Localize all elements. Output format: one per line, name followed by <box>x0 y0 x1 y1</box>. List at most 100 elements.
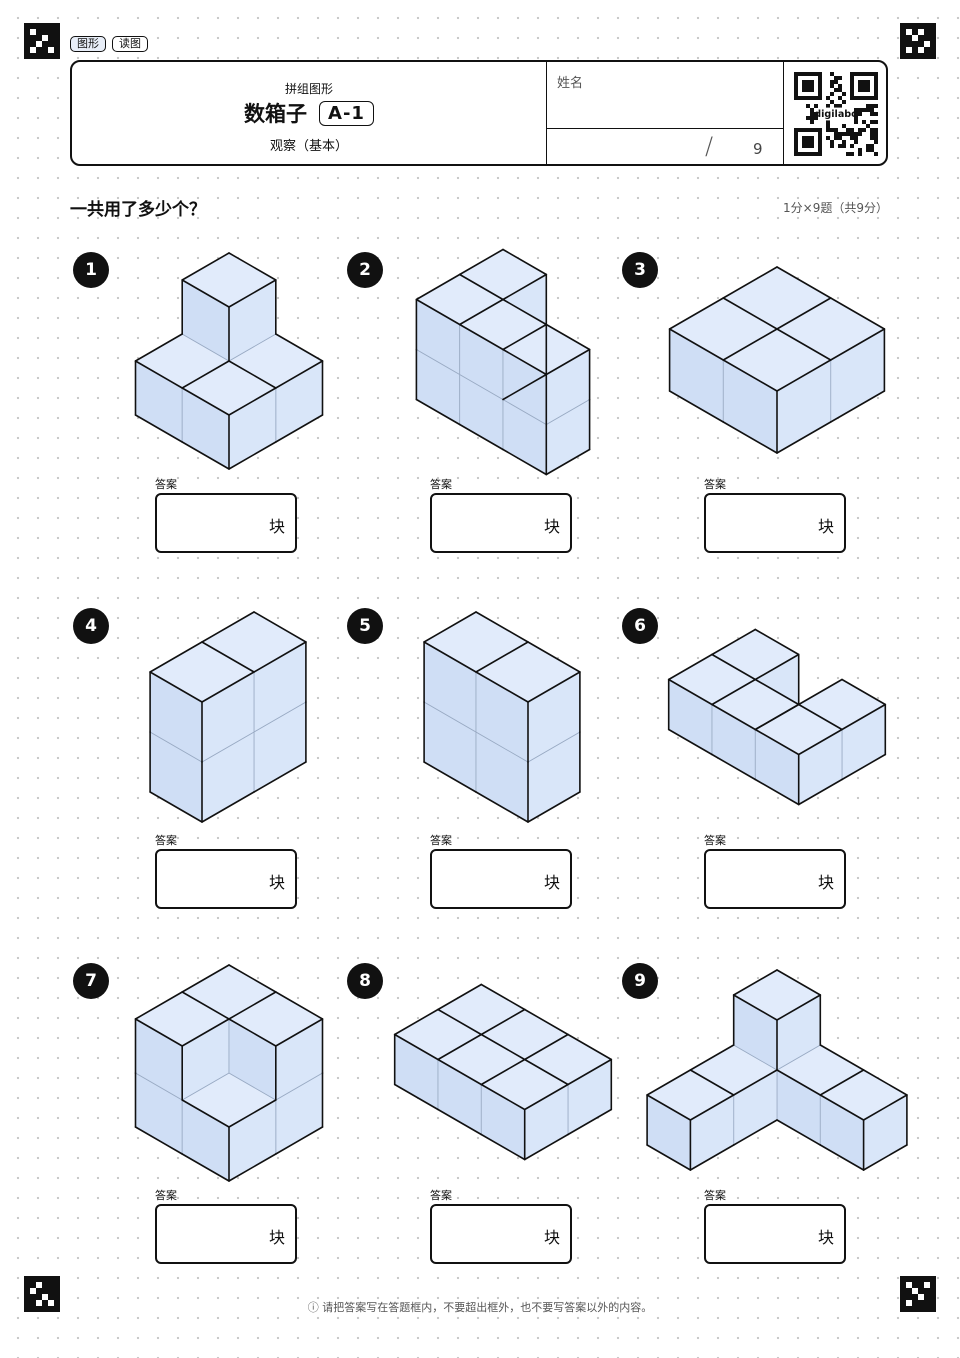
cube-edge <box>862 1094 908 1121</box>
cube-edge <box>523 1033 569 1061</box>
cube-edge <box>228 1099 277 1128</box>
worksheet-subtitle: 拼组图形 <box>284 82 333 96</box>
cube-edge <box>480 1033 526 1061</box>
question-text: 一共用了多少个？ <box>70 200 206 220</box>
cube-edge <box>149 641 203 673</box>
cube-edge <box>545 348 591 376</box>
cube-edge <box>423 641 477 673</box>
cube-edge <box>732 994 778 1021</box>
cube-edge <box>722 266 778 299</box>
cube-edge <box>458 273 504 301</box>
cube-edge <box>458 298 504 326</box>
worksheet-level: 观察（基本） <box>269 139 348 154</box>
cube-edge <box>201 671 255 703</box>
answer-box-3[interactable]: 块 <box>704 493 846 553</box>
cube-figure-4 <box>149 611 307 823</box>
cube-edge <box>480 1133 526 1161</box>
cube-edge <box>253 761 307 793</box>
cube-edge <box>181 1099 230 1128</box>
cube-edge <box>841 678 887 706</box>
answer-unit: 块 <box>268 517 285 536</box>
cube-edge <box>480 983 526 1011</box>
cube-edge <box>134 414 184 443</box>
answer-unit: 块 <box>543 517 560 536</box>
cube-edge <box>275 333 324 362</box>
cube-edge <box>776 1119 822 1146</box>
cube-edge <box>228 1018 277 1047</box>
cube-edge <box>819 1069 865 1096</box>
cube-edge <box>458 248 504 276</box>
score-info: 1分×9题（共9分） <box>783 201 888 215</box>
cube-edge <box>668 328 725 361</box>
corner-marker-bottom-left <box>24 1276 60 1312</box>
cube-edge <box>502 373 548 401</box>
answer-box-6[interactable]: 块 <box>704 849 846 909</box>
cube-edge <box>732 969 778 996</box>
name-label: 姓名 <box>557 76 584 91</box>
cube-edge <box>275 414 324 443</box>
worksheet-code: A-1 <box>319 100 374 126</box>
cube-edge <box>523 1083 569 1111</box>
problem-number-1: 1 <box>73 252 109 288</box>
cube-edge <box>646 1144 692 1171</box>
cube-edge <box>475 611 529 643</box>
answer-label: 答案 <box>155 834 177 847</box>
worksheet-header: 拼组图形 数箱子 A-1 观察（基本） 姓名 / 9 digilabo <box>70 60 888 166</box>
cube-edge <box>228 441 277 470</box>
cube-edge <box>711 628 757 656</box>
cube-edge <box>797 703 843 731</box>
footer-note: ⓘ 请把答案写在答题框内，不要超出框外，也不要写答案以外的内容。 <box>307 1301 653 1314</box>
answer-box-9[interactable]: 块 <box>704 1204 846 1264</box>
answer-unit: 块 <box>817 517 834 536</box>
cube-figure-7 <box>134 964 324 1182</box>
cube-edge <box>149 791 203 823</box>
title-block: 拼组图形 数箱子 A-1 观察（基本） <box>72 62 546 164</box>
cube-edge <box>134 1018 184 1047</box>
cube-edge <box>646 1094 692 1121</box>
cube-edge <box>754 628 800 656</box>
cube-edge <box>829 390 886 423</box>
answer-box-4[interactable]: 块 <box>155 849 297 909</box>
cube-edge <box>275 991 324 1020</box>
cube-edge <box>797 678 843 706</box>
cube-edge <box>797 728 843 756</box>
cube-edge <box>667 653 713 681</box>
cube-edge <box>181 441 230 470</box>
cube-edge <box>776 359 832 392</box>
answer-box-1[interactable]: 块 <box>155 493 297 553</box>
tag-reading: 读图 <box>112 36 148 52</box>
cube-edge <box>567 1108 613 1136</box>
cube-edge <box>423 761 477 793</box>
answer-box-5[interactable]: 块 <box>430 849 572 909</box>
cube-edge <box>437 1033 483 1061</box>
cube-edge <box>819 1144 865 1171</box>
cube-edge <box>711 653 757 681</box>
cube-edge <box>567 1033 613 1061</box>
cube-edge <box>689 1069 735 1096</box>
cube-edge <box>228 991 277 1020</box>
cube-edge <box>754 703 800 731</box>
problem-number-3: 3 <box>622 252 658 288</box>
cube-edge <box>776 328 832 361</box>
cube-edge <box>754 653 800 681</box>
cube-edge <box>841 703 887 731</box>
name-divider <box>547 128 783 129</box>
cube-edge <box>228 279 277 308</box>
answer-label: 答案 <box>430 478 452 491</box>
cube-figure-9 <box>646 969 908 1171</box>
cube-edge <box>502 323 548 351</box>
cube-edge <box>722 359 778 392</box>
cube-figure-2 <box>415 248 591 476</box>
cube-edge <box>253 641 307 673</box>
answer-box-2[interactable]: 块 <box>430 493 572 553</box>
answer-box-8[interactable]: 块 <box>430 1204 572 1264</box>
cube-edge <box>480 1058 526 1086</box>
tag-figure: 图形 <box>70 36 106 52</box>
score-total: 9 <box>753 140 763 158</box>
cube-figure-1 <box>134 252 324 470</box>
cube-edge <box>228 964 277 993</box>
answer-box-7[interactable]: 块 <box>155 1204 297 1264</box>
cube-edge <box>545 323 591 351</box>
category-tags: 图形 读图 <box>70 36 148 52</box>
cube-edge <box>754 778 800 806</box>
